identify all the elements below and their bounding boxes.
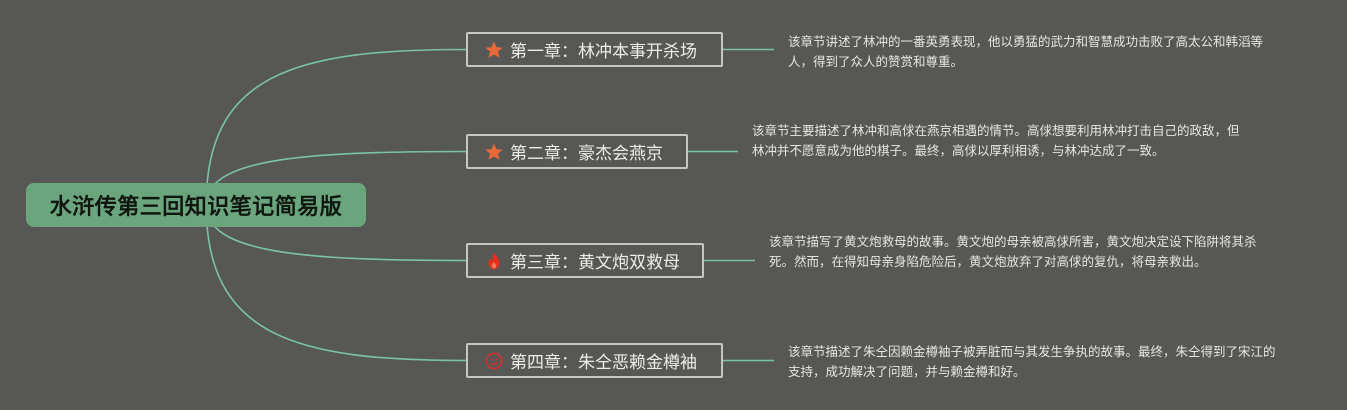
chapter-node-4[interactable]: 第四章：朱仝恶赖金樽袖 bbox=[466, 343, 723, 378]
root-topic[interactable]: 水浒传第三回知识笔记简易版 bbox=[26, 183, 366, 227]
chapter-title: 第三章：黄文炮双救母 bbox=[510, 253, 680, 273]
chapter-node-3[interactable]: 第三章：黄文炮双救母 bbox=[466, 243, 704, 278]
chapter-title: 第四章：朱仝恶赖金樽袖 bbox=[510, 353, 697, 373]
smiley-icon bbox=[484, 351, 504, 371]
chapter-summary-4: 该章节描述了朱仝因赖金樽袖子被弄脏而与其发生争执的故事。最终，朱仝得到了宋江的支… bbox=[788, 344, 1276, 379]
branch-connector bbox=[205, 204, 467, 362]
chapter-node-1[interactable]: 第一章：林冲本事开杀场 bbox=[466, 32, 723, 67]
star-icon bbox=[484, 142, 504, 162]
chapter-title: 第二章：豪杰会燕京 bbox=[510, 144, 663, 164]
chapter-summary-1: 该章节讲述了林冲的一番英勇表现，他以勇猛的武力和智慧成功击败了高太公和韩滔等人，… bbox=[788, 34, 1264, 69]
branch-connector bbox=[205, 48, 467, 206]
chapter-summary-2: 该章节主要描述了林冲和高俅在燕京相遇的情节。高俅想要利用林冲打击自己的政敌，但林… bbox=[752, 123, 1240, 158]
chapter-node-2[interactable]: 第二章：豪杰会燕京 bbox=[466, 134, 688, 169]
root-title: 水浒传第三回知识笔记简易版 bbox=[49, 195, 343, 220]
chapter-summary-3: 该章节描写了黄文炮救母的故事。黄文炮的母亲被高俅所害，黄文炮决定设下陷阱将其杀死… bbox=[769, 234, 1257, 269]
chapter-title: 第一章：林冲本事开杀场 bbox=[510, 42, 697, 62]
fire-icon bbox=[484, 251, 504, 271]
star-icon bbox=[484, 40, 504, 60]
